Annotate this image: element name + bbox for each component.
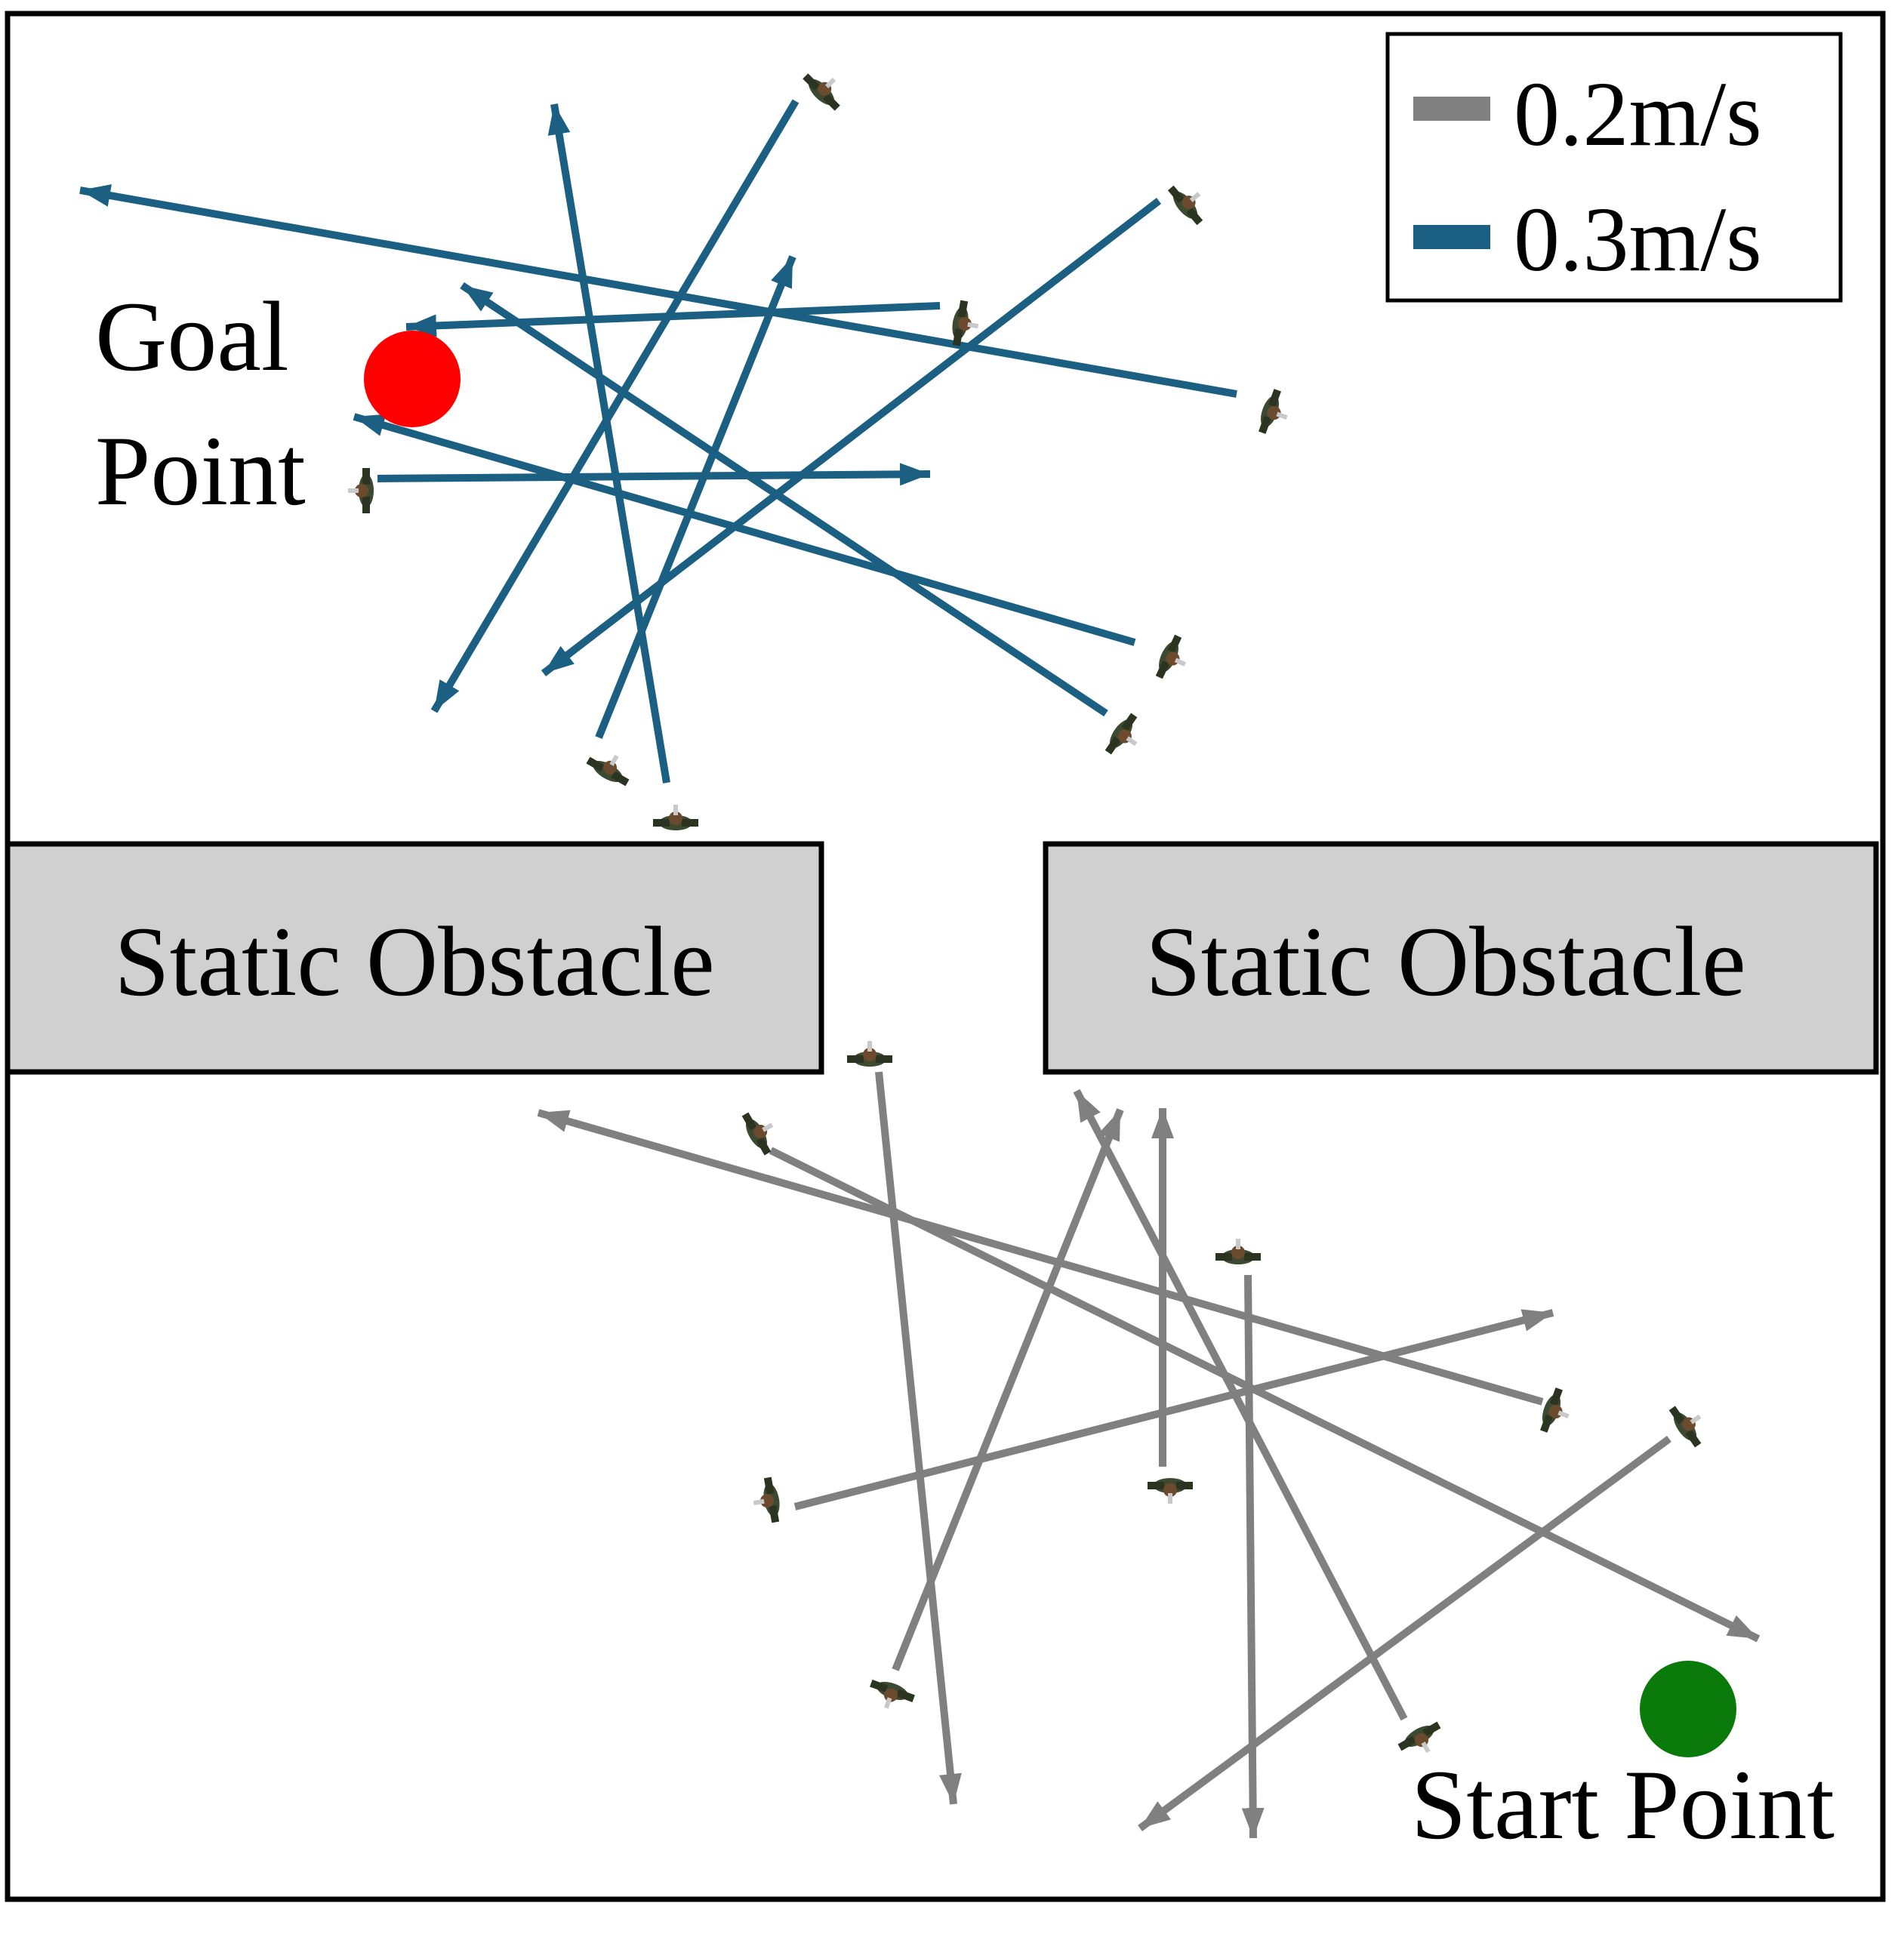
pedestrian-icon [1215, 1239, 1261, 1264]
trajectory-fast [353, 413, 1136, 646]
trajectory-slow [793, 1309, 1554, 1510]
pedestrian-icon [864, 1676, 917, 1716]
trajectory-slow [875, 1071, 962, 1805]
pedestrian-icon [653, 805, 698, 830]
slow-trajectories [537, 1071, 1761, 1839]
trajectory-fast [377, 463, 931, 486]
trajectory-slow [892, 1108, 1124, 1671]
legend-box [1385, 32, 1843, 303]
trajectory-fast [405, 302, 941, 337]
start-point: Start Point [1411, 1661, 1835, 1860]
pedestrian-icon [750, 1476, 784, 1526]
pedestrian-icon [1255, 387, 1295, 439]
legend-swatch-fast [1413, 225, 1490, 249]
obstacle-right: Static Obstacle [1043, 841, 1879, 1075]
legend-label-fast: 0.3m/s [1514, 189, 1762, 291]
pedestrian-icon [1665, 1397, 1713, 1450]
trajectory-slow [1241, 1274, 1265, 1839]
goal-point-label-line1: Goal [95, 281, 289, 392]
fast-trajectories [79, 99, 1237, 784]
pedestrian-icon [1536, 1386, 1576, 1438]
goal-point: Goal Point [95, 281, 461, 526]
pedestrian-icon [584, 744, 636, 790]
start-point-label: Start Point [1411, 1749, 1835, 1860]
legend-label-slow: 0.2m/s [1514, 63, 1762, 165]
start-point-marker [1640, 1661, 1736, 1757]
pedestrian-icon [1165, 176, 1214, 228]
obstacle-left-label: Static Obstacle [114, 906, 714, 1017]
goal-point-label-line2: Point [95, 415, 306, 526]
obstacle-right-label: Static Obstacle [1145, 906, 1745, 1017]
trajectory-fast [547, 103, 670, 784]
trajectory-fast [595, 255, 796, 739]
trajectory-fast [541, 198, 1162, 676]
legend-swatch-slow [1413, 97, 1490, 121]
legend: 0.2m/s 0.3m/s [1385, 32, 1843, 303]
pedestrian-icon [348, 468, 374, 513]
trajectory-fast [430, 99, 799, 713]
pedestrian-icon [1152, 633, 1195, 685]
trajectory-slow [769, 1147, 1761, 1643]
trajectory-slow [1073, 1089, 1408, 1721]
trajectory-fast [460, 282, 1108, 717]
pedestrian-icon [847, 1041, 892, 1067]
goal-point-marker [364, 331, 461, 427]
trajectory-slow [1138, 1435, 1671, 1832]
pedestrian-icon [1101, 710, 1149, 763]
obstacle-left: Static Obstacle [5, 841, 824, 1075]
pedestrian-icon [1148, 1478, 1193, 1504]
pedestrians-top [348, 63, 1295, 830]
trajectory-slow [537, 1109, 1544, 1406]
pedestrian-icon [799, 63, 851, 114]
trajectory-fast [79, 184, 1237, 398]
